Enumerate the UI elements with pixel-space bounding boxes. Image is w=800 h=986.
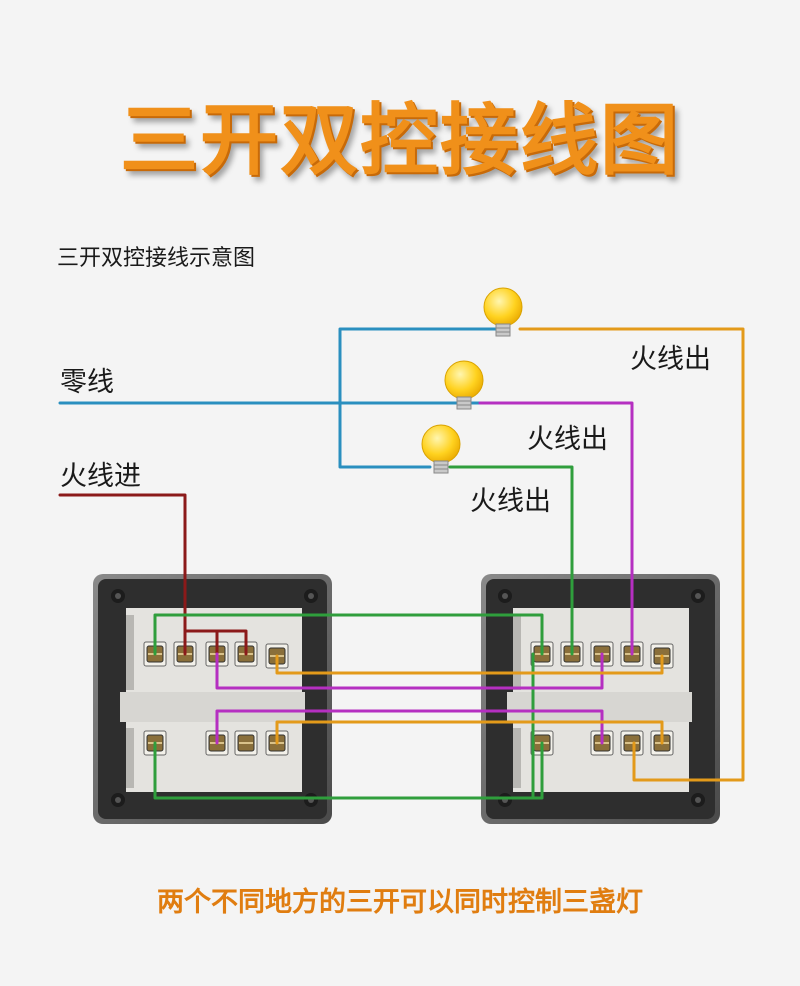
main-title: 三开双控接线图 [119, 96, 680, 186]
traveler-green-top [153, 613, 544, 656]
bottom-caption: 两个不同地方的三开可以同时控制三盏灯 [157, 887, 643, 918]
live-out-wire-2 [478, 401, 634, 656]
light-bulb-3 [421, 424, 461, 474]
live-out-label-1: 火线出 [630, 344, 711, 375]
live-in-wire [58, 493, 187, 656]
live-in-jumper [183, 629, 248, 656]
traveler-purple-top [215, 652, 604, 690]
light-bulb-2 [444, 360, 484, 410]
traveler-orange-bottom [275, 720, 664, 745]
neutral-wire-branch [338, 401, 432, 469]
live-out-label-3: 火线出 [470, 486, 551, 517]
switch-right [481, 574, 720, 824]
live-in-label: 火线进 [60, 461, 141, 492]
switch-left [93, 574, 332, 824]
traveler-orange-top [275, 654, 664, 675]
diagram-subtitle: 三开双控接线示意图 [57, 246, 256, 271]
neutral-wire-branch [338, 327, 502, 405]
traveler-purple-bottom [215, 709, 604, 745]
live-out-wire-1 [518, 327, 745, 782]
live-out-label-2: 火线出 [527, 424, 608, 455]
neutral-wire-label: 零线 [60, 367, 114, 398]
light-bulb-1 [483, 287, 523, 337]
traveler-green-bottom [153, 741, 544, 800]
live-out-wire-3 [448, 465, 574, 656]
